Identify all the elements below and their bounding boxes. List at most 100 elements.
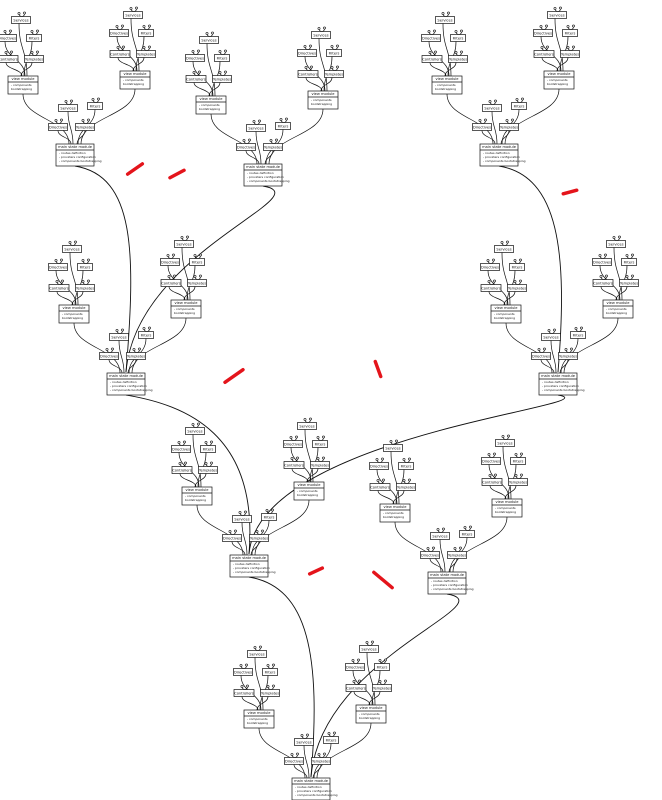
view-module-box-title: view module [312, 92, 336, 96]
directives-node-label: Directives [223, 536, 241, 540]
dependency-edge [250, 541, 260, 556]
view-module-edge [268, 108, 324, 165]
controllers-node: Controllers [233, 689, 255, 697]
templates-node-label: Templates [372, 686, 391, 690]
module-link [74, 165, 132, 373]
cut-marks [125, 162, 579, 590]
filters-node-label: Filters [326, 738, 337, 742]
controllers-node-label: Controllers [161, 281, 181, 285]
services-node: Services [62, 245, 82, 253]
socket-icon [378, 658, 387, 664]
dependency-edge [56, 291, 74, 306]
templates-node: Templates [24, 55, 44, 63]
templates-node: Templates [212, 75, 232, 83]
view-module-box-title: view module [200, 97, 224, 101]
view-module-box-title: view module [63, 306, 87, 310]
socket-icon [105, 347, 114, 353]
services-node-label: Services [437, 18, 452, 22]
dependency-edge [556, 57, 569, 72]
templates-node-label: Templates [311, 759, 330, 763]
socket-icon [115, 328, 124, 334]
view-module-box-line: bootstrapping [547, 82, 568, 86]
filters-node: Filters [262, 668, 278, 676]
directives-node: Directives [99, 352, 119, 360]
dependency-edge [241, 696, 259, 711]
templates-node: Templates [372, 684, 392, 692]
main-state-module-box-title: main state module [482, 145, 517, 149]
socket-icon [316, 456, 325, 462]
filters-node-label: Filters [573, 333, 584, 337]
filters-node-label: Filters [565, 31, 576, 35]
templates-node: Templates [560, 50, 580, 58]
main-state-module-box: main state module- routes definition- pr… [55, 143, 102, 167]
socket-icon [132, 347, 141, 353]
filters-node: Filters [562, 29, 578, 37]
view-module-box-title: view module [248, 711, 272, 715]
view-module-box-title: view module [384, 505, 408, 509]
dependency-edge [241, 522, 248, 556]
dependency-edge [117, 57, 135, 72]
main-state-unit: ServicesDirectivesFiltersControllersTemp… [0, 6, 156, 167]
main-state-module-box-line: - providers configuration [110, 384, 147, 388]
socket-icon [68, 240, 77, 246]
socket-icon [427, 29, 436, 35]
main-state-module-box-line: - components bootstrapping [295, 793, 338, 797]
socket-icon [564, 347, 573, 353]
view-module-edge [131, 317, 187, 374]
dependency-edge [304, 429, 314, 483]
templates-node: Templates [310, 461, 330, 469]
directives-node: Directives [592, 258, 612, 266]
socket-icon [129, 6, 138, 12]
filters-node: Filters [77, 263, 93, 271]
services-node: Services [494, 245, 514, 253]
templates-node: Templates [619, 279, 639, 287]
socket-icon [378, 679, 387, 685]
directives-node: Directives [171, 445, 191, 453]
filters-node: Filters [200, 445, 216, 453]
templates-node-label: Templates [260, 691, 279, 695]
socket-icon [514, 452, 523, 458]
module-connections [74, 165, 566, 778]
socket-icon [204, 440, 213, 446]
view-module-box-line: bootstrapping [123, 82, 144, 86]
dependency-edge [491, 111, 498, 145]
directives-node-label: Directives [161, 260, 179, 264]
view-module-box-line: bootstrapping [11, 87, 32, 91]
dependency-edge [500, 130, 510, 145]
dependency-edge [448, 558, 458, 573]
filters-node-label: Filters [624, 260, 635, 264]
main-state-module-box-line: - routes definition [431, 579, 458, 583]
services-node: Services [297, 422, 317, 430]
dependency-edge [20, 62, 33, 77]
main-state-module-box-line: - providers configuration [542, 384, 579, 388]
directives-node: Directives [236, 143, 256, 151]
filters-node: Filters [87, 102, 103, 110]
main-state-module-box-line: - providers configuration [233, 566, 270, 570]
services-node: Services [58, 104, 78, 112]
filters-node: Filters [189, 258, 205, 266]
dependency-edge [118, 340, 125, 374]
templates-node: Templates [448, 55, 468, 63]
socket-icon [228, 529, 237, 535]
services-node-label: Services [125, 13, 140, 17]
services-node-label: Services [385, 446, 400, 450]
services-node: Services [247, 650, 267, 658]
controllers-node: Controllers [369, 483, 391, 491]
view-module-box-line: bootstrapping [606, 311, 627, 315]
socket-icon [192, 70, 201, 76]
services-node: Services [435, 16, 455, 24]
dependency-edge [18, 23, 28, 77]
main-state-module-box-title: main state module [430, 573, 465, 577]
socket-icon [316, 435, 325, 441]
directives-node: Directives [0, 34, 17, 42]
filters-node-label: Filters [513, 459, 524, 463]
socket-icon [463, 525, 472, 531]
